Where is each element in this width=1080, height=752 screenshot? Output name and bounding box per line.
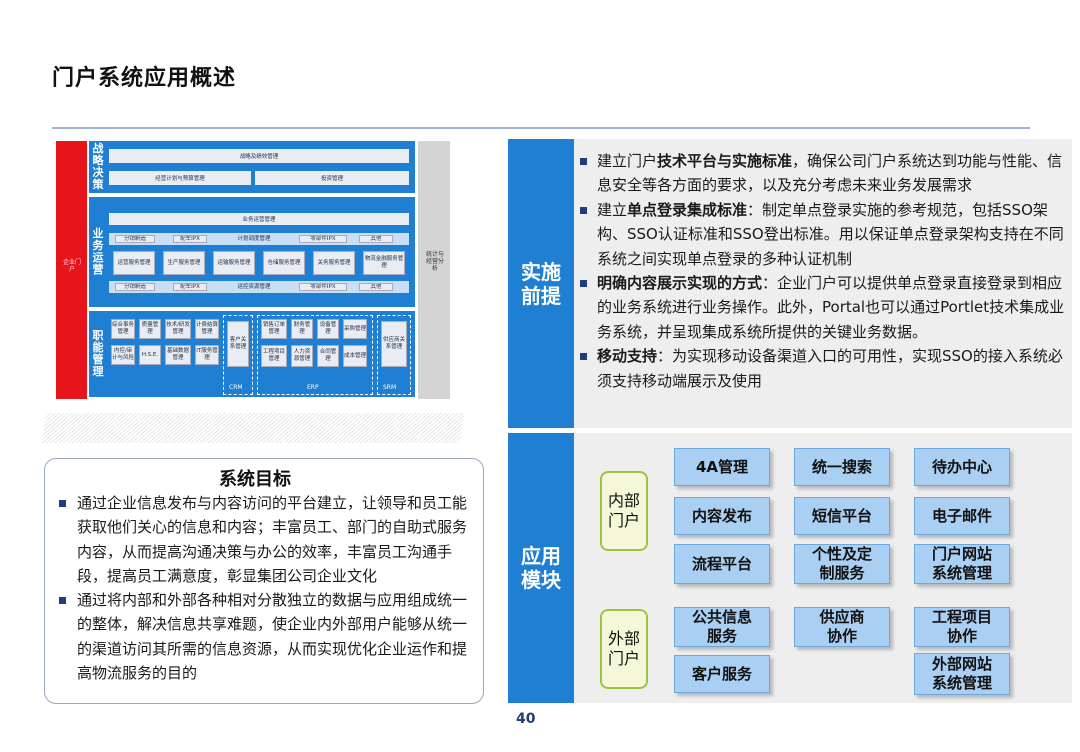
func-cell: 综合事务管理	[111, 319, 135, 339]
page-number: 40	[516, 711, 536, 727]
module-email: 电子邮件	[914, 497, 1010, 535]
enterprise-portal-label: 企业门户	[62, 259, 81, 273]
ops-bar2-item: 配车IPX	[173, 283, 207, 291]
srm-group-label: SRM	[383, 384, 397, 391]
functions-band-label: 职能管理	[92, 329, 104, 378]
system-goals-box: 系统目标 通过企业信息发布与内容访问的平台建立，让领导和员工能获取他们关心的信息…	[44, 458, 484, 704]
strategy-row2b: 投资管理	[255, 171, 409, 185]
erp-cell: 采购管理	[343, 319, 367, 339]
architecture-diagram: 企业门户 统计与经营分析 战略决策 战略及绩效管理 经营计划与预算管理 投资管理…	[56, 141, 450, 399]
module-todo-center: 待办中心	[914, 448, 1010, 486]
ops-bar2-item: 分销制造	[115, 283, 155, 291]
premise-header: 实施前提	[508, 139, 574, 428]
goal-item: 通过企业信息发布与内容访问的平台建立，让领导和员工能获取他们关心的信息和内容；丰…	[57, 491, 477, 588]
ops-bar1-item: 零部件IPX	[299, 235, 347, 243]
erp-cell: 合同管理	[317, 345, 339, 367]
erp-cell: 财务管理	[291, 319, 313, 339]
ops-cell: 生产服务管理	[163, 251, 205, 275]
ops-bar1-item: 配车IPX	[173, 235, 207, 243]
operations-band: 业务运营 业务运营管理 分销制造 配车IPX 计划调度管理 零部件IPX 其他 …	[89, 197, 415, 307]
ops-bar1-item: 计划调度管理	[237, 235, 271, 242]
module-public-info: 公共信息服务	[674, 607, 770, 647]
func-cell: 基础数据管理	[165, 345, 191, 365]
module-external-site-admin: 外部网站系统管理	[914, 653, 1010, 695]
premise-header-label: 实施前提	[521, 259, 561, 308]
modules-header: 应用模块	[508, 433, 574, 703]
crm-cell: 客户关系管理	[227, 321, 249, 367]
module-4a: 4A管理	[674, 448, 770, 486]
premise-body: 建立门户技术平台与实施标准，确保公司门户系统达到功能与性能、信息安全等各方面的要…	[574, 139, 1072, 428]
enterprise-portal-bar: 企业门户	[56, 141, 87, 399]
crm-group-label: CRM	[229, 384, 243, 391]
ops-bar2-item: 零部件IPX	[299, 283, 347, 291]
ops-cell: 运营服务管理	[113, 251, 155, 275]
func-cell: 计费结算管理	[195, 319, 219, 339]
func-cell: 内控/审计与风险	[111, 345, 135, 365]
func-cell: 技术/研发管理	[165, 319, 191, 339]
system-goals-list: 通过企业信息发布与内容访问的平台建立，让领导和员工能获取他们关心的信息和内容；丰…	[57, 491, 477, 685]
hatch-decoration	[41, 413, 465, 443]
ops-cell: 关务服务管理	[313, 251, 355, 275]
erp-group	[257, 315, 373, 395]
modules-header-label: 应用模块	[521, 544, 561, 592]
module-sms-platform: 短信平台	[794, 497, 890, 535]
ops-bar1-item: 其他	[359, 235, 393, 243]
functions-band: 职能管理 综合事务管理 质量管理 技术/研发管理 计费结算管理 内控/审计与风险…	[89, 311, 415, 397]
ops-bar2-item: 运控资源管理	[237, 283, 271, 290]
srm-cell: 供应商关系管理	[381, 321, 407, 367]
func-cell: 质量管理	[139, 319, 161, 339]
module-workflow-platform: 流程平台	[674, 544, 770, 584]
srm-group	[377, 315, 411, 395]
erp-group-label: ERP	[307, 384, 319, 391]
external-portal-badge: 外部门户	[600, 609, 648, 689]
strategy-band-label: 战略决策	[92, 142, 104, 191]
module-portal-admin: 门户网站系统管理	[914, 544, 1010, 584]
internal-portal-badge: 内部门户	[600, 471, 648, 551]
erp-cell: 工程项目管理	[261, 345, 287, 367]
statistics-analysis-label: 统计与经营分析	[426, 251, 445, 272]
module-project-collab: 工程项目协作	[914, 607, 1010, 647]
title-divider	[52, 127, 1030, 129]
premise-item: 建立单点登录集成标准：制定单点登录实施的参考规范，包括SSO架构、SSO认证标准…	[578, 198, 1068, 271]
goal-item: 通过将内部和外部各种相对分散独立的数据与应用组成统一的整体，解决信息共享难题，使…	[57, 588, 477, 685]
premise-item: 建立门户技术平台与实施标准，确保公司门户系统达到功能与性能、信息安全等各方面的要…	[578, 149, 1068, 198]
erp-cell: 设备管理	[317, 319, 339, 339]
system-goals-title: 系统目标	[219, 469, 291, 490]
premise-list: 建立门户技术平台与实施标准，确保公司门户系统达到功能与性能、信息安全等各方面的要…	[578, 149, 1068, 393]
func-cell: IT服务管理	[195, 345, 219, 365]
operations-band-label: 业务运营	[92, 227, 104, 276]
page-title: 门户系统应用概述	[52, 66, 237, 91]
func-cell: H.S.E.	[139, 345, 161, 365]
erp-cell: 成本管理	[343, 345, 367, 367]
ops-bar2-item: 其他	[359, 283, 393, 291]
erp-cell: 销售订单管理	[261, 319, 287, 339]
module-customer-service: 客户服务	[674, 655, 770, 693]
statistics-analysis-bar: 统计与经营分析	[418, 141, 450, 399]
strategy-row1: 战略及绩效管理	[109, 149, 409, 163]
module-personalization: 个性及定制服务	[794, 544, 890, 584]
erp-cell: 人力资源管理	[291, 345, 313, 367]
operations-header: 业务运营管理	[109, 213, 409, 225]
crm-group	[223, 315, 253, 395]
ops-cell: 运输服务管理	[213, 251, 255, 275]
module-unified-search: 统一搜索	[794, 448, 890, 486]
ops-cell: 物流金融服务管理	[363, 251, 405, 275]
strategy-band: 战略决策 战略及绩效管理 经营计划与预算管理 投资管理	[89, 141, 415, 193]
ops-bar1-item: 分销制造	[115, 235, 155, 243]
module-content-publish: 内容发布	[674, 497, 770, 535]
premise-item: 移动支持：为实现移动设备渠道入口的可用性，实现SSO的接入系统必须支持移动端展示…	[578, 344, 1068, 393]
modules-body: 内部门户 外部门户 4A管理 统一搜索 待办中心 内容发布 短信平台 电子邮件 …	[574, 433, 1072, 703]
premise-item: 明确内容展示实现的方式：企业门户可以提供单点登录直接登录到相应的业务系统进行业务…	[578, 271, 1068, 344]
strategy-row2a: 经营计划与预算管理	[109, 171, 251, 185]
module-supplier-collab: 供应商协作	[794, 607, 890, 647]
ops-cell: 仓储服务管理	[263, 251, 305, 275]
